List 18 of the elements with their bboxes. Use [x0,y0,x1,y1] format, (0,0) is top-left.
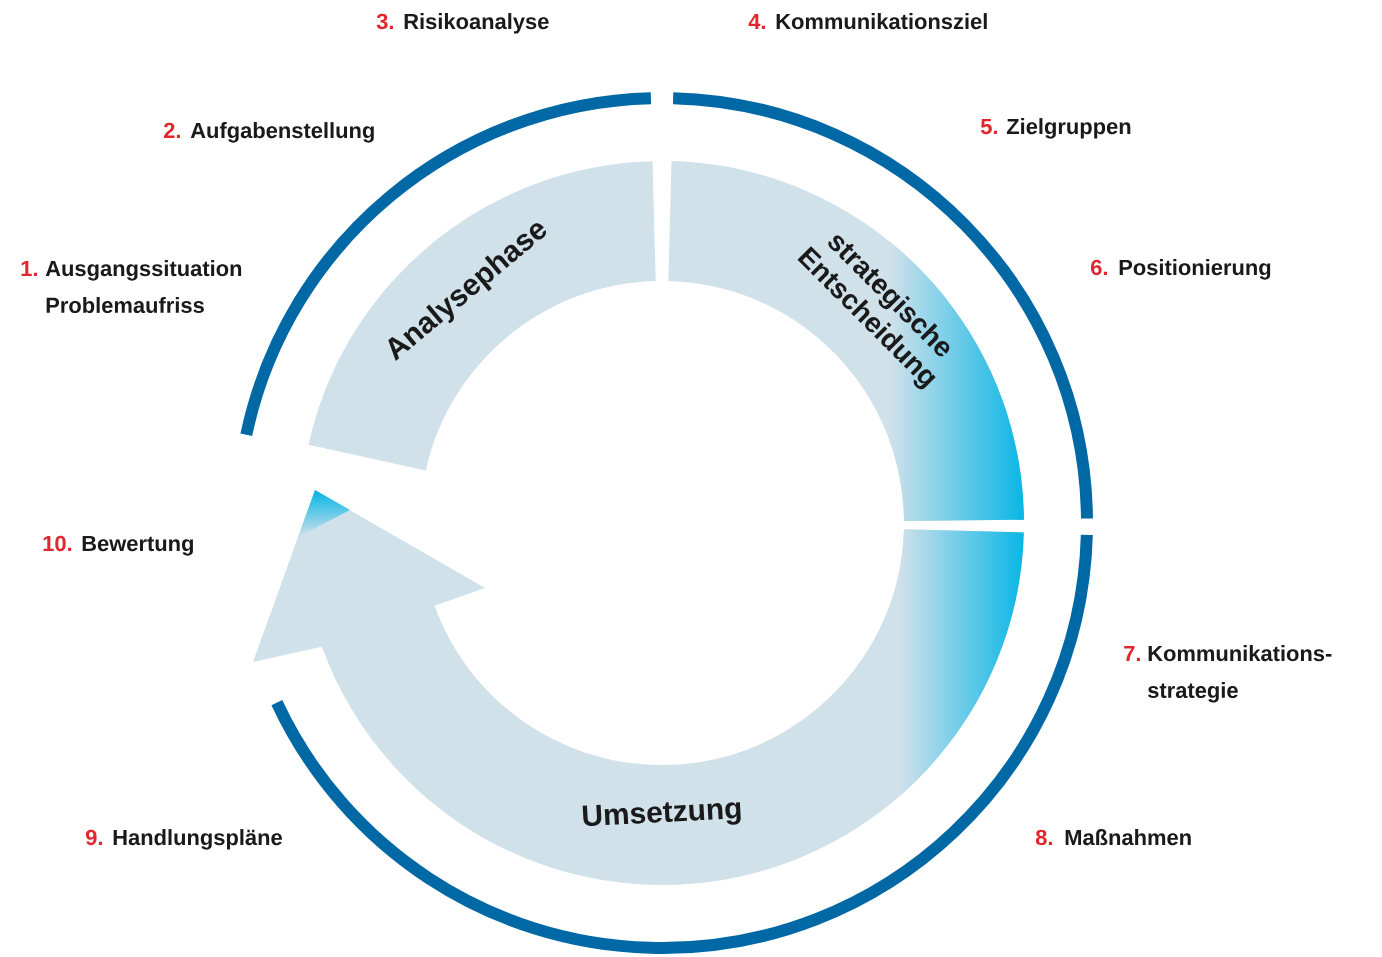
step-label: Positionierung [1119,259,1271,280]
step-number: 6. [1091,259,1107,276]
step-number: 5. [980,118,997,135]
step-label: Risikoanalyse [404,13,549,34]
step-number: 2. [163,122,180,138]
step-label: Kommunikations-strategie [1148,645,1332,703]
step-number: 7. [1124,645,1140,661]
step-label: Maßnahmen [1065,829,1191,846]
step-label: Kommunikationsziel [776,13,987,30]
step-number: 4. [748,13,765,29]
step-label: Aufgabenstellung [190,122,374,143]
step-number: 1. [21,260,37,276]
step-label: Zielgruppen [1006,118,1131,139]
step-number: 10. [43,535,72,552]
step-label: Bewertung [82,535,193,556]
step-label: Ausgangssituation Problemaufriss [45,260,242,314]
step-number: 9. [85,829,102,846]
step-number: 3. [376,13,393,30]
